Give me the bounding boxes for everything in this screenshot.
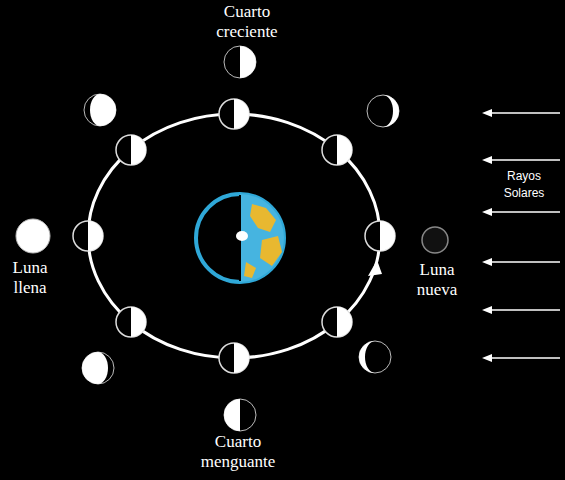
moon-orbit	[88, 114, 380, 358]
orbit-moon-lit	[131, 307, 146, 337]
phase-moon	[224, 46, 256, 78]
orbit-moon-lit	[337, 307, 352, 337]
phase-moon	[359, 341, 391, 373]
sun-ray-head	[482, 258, 492, 266]
phase-moon-new	[422, 227, 448, 253]
sun-rays	[482, 109, 560, 362]
sun-ray-head	[482, 109, 492, 117]
sun-ray	[490, 159, 560, 161]
orbit-direction-arrow	[368, 260, 382, 276]
phase-label: Luna nueva	[406, 260, 468, 300]
phase-moon-full	[16, 219, 50, 253]
earth	[196, 194, 284, 282]
orbit-moon	[116, 135, 146, 165]
orbit-moon	[73, 221, 103, 251]
sun-ray-head	[482, 354, 492, 362]
orbit-moon	[219, 99, 249, 129]
phase-moon-lit	[82, 352, 108, 384]
earth-land	[244, 262, 256, 278]
orbit-moon-lit	[234, 99, 249, 129]
phase-moons	[16, 46, 448, 431]
phase-moon	[224, 399, 256, 431]
sun-ray-head	[482, 306, 492, 314]
phase-moon	[84, 94, 116, 126]
orbit-moon-lit	[234, 343, 249, 373]
phase-moon-lit	[359, 341, 375, 373]
orbit-moon	[365, 221, 395, 251]
sun-ray-head	[482, 208, 492, 216]
earth-land	[260, 236, 282, 266]
sun-ray-head	[482, 156, 492, 164]
orbit-moon-lit	[337, 135, 352, 165]
orbit-moon	[219, 343, 249, 373]
phase-moon-lit	[383, 95, 399, 127]
phase-label: Luna llena	[4, 258, 56, 298]
orbit-moon	[116, 307, 146, 337]
phase-moon	[82, 352, 114, 384]
phase-moon-lit	[240, 46, 256, 78]
phase-moon-lit	[90, 94, 116, 126]
orbit-moon-lit	[380, 221, 395, 251]
sun-ray	[490, 112, 560, 114]
orbit-moon	[322, 135, 352, 165]
phase-moon-lit	[224, 399, 240, 431]
sun-ray	[490, 309, 560, 311]
phase-label: Cuarto creciente	[205, 2, 289, 42]
phase-moon	[367, 95, 399, 127]
orbit-moons	[73, 99, 395, 373]
sun-ray	[490, 211, 560, 213]
sun-ray	[490, 261, 560, 263]
sun-ray	[490, 357, 560, 359]
orbit-moon	[322, 307, 352, 337]
earth-ice	[236, 231, 248, 241]
earth-disc	[196, 194, 284, 282]
earth-land	[250, 204, 276, 232]
orbit-moon-lit	[131, 135, 146, 165]
phase-label: Cuarto menguante	[188, 432, 288, 472]
rays-label: Rayos Solares	[494, 168, 554, 202]
orbit-moon-lit	[88, 221, 103, 251]
